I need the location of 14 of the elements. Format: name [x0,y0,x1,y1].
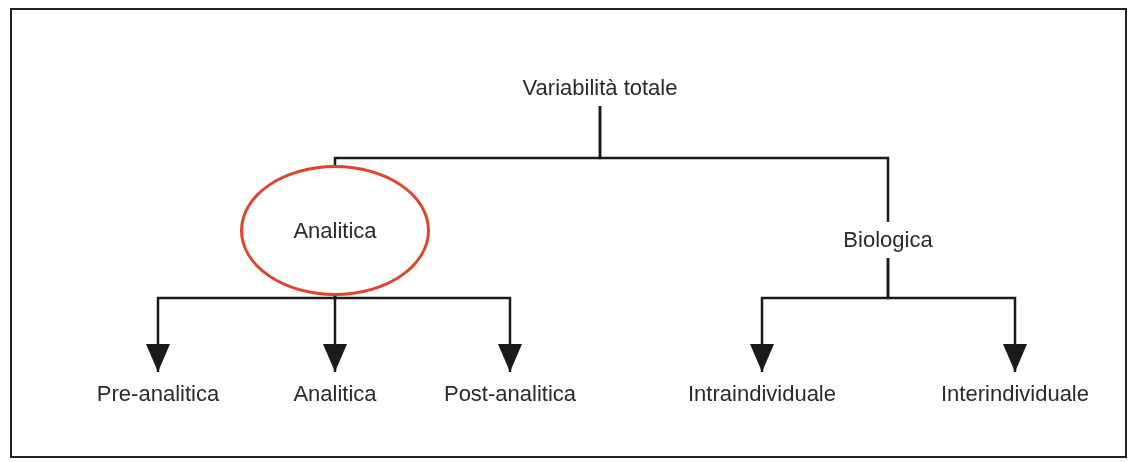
node-label: Intraindividuale [688,381,836,407]
node-label: Interindividuale [941,381,1089,407]
node-label: Post-analitica [443,381,577,407]
arrow [146,295,337,372]
node-label: Biologica [843,227,933,253]
node-label: Pre-analitica [96,381,220,407]
connector-line [598,106,890,222]
arrow [323,296,347,372]
arrow [886,258,1027,372]
arrow [333,295,522,372]
node-label: Analitica [293,217,377,244]
highlight-ellipse [240,165,430,296]
node-label: Variabilità totale [522,75,678,101]
node-label: Analitica [293,381,377,407]
